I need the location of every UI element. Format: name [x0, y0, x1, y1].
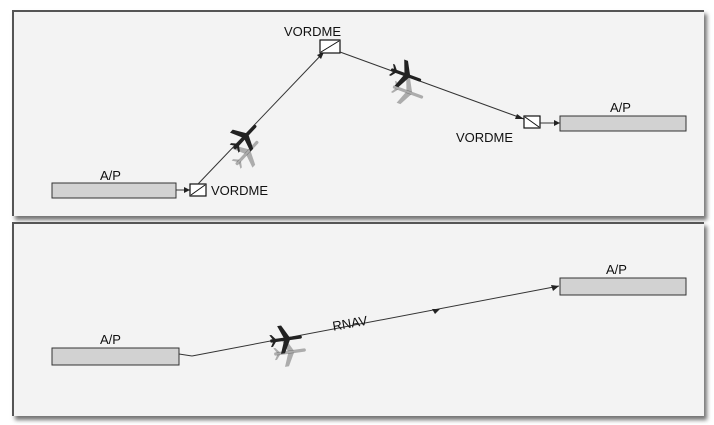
conventional-route-svg: A/P VORDME VORDME — [51, 24, 687, 199]
arrowhead-icon — [317, 52, 324, 59]
arrowhead-icon — [515, 114, 524, 119]
arrival-label: A/P — [610, 100, 631, 115]
rnav-route-panel: A/P RNAV A/P — [12, 222, 704, 416]
airplane-shadow — [388, 73, 428, 111]
route-segment — [178, 353, 193, 357]
rnav-route-svg: A/P RNAV A/P — [51, 262, 687, 369]
arrival-label: A/P — [606, 262, 627, 277]
arrowhead-icon — [184, 187, 190, 193]
arrowhead-icon — [554, 120, 560, 126]
airplane-icon — [386, 56, 426, 94]
rnav-route-line — [191, 285, 560, 357]
departure-label: A/P — [100, 332, 121, 347]
departure-runway — [51, 182, 177, 199]
waypoint-label-2: VORDME — [284, 24, 341, 39]
beacon-diagonal — [320, 40, 340, 53]
waypoint-label-3: VORDME — [456, 130, 513, 145]
arrowhead-icon — [432, 309, 440, 314]
arrival-runway — [559, 115, 687, 132]
beacon-diagonal — [524, 116, 540, 128]
arrowhead-icon — [551, 285, 559, 291]
waypoint-label-1: VORDME — [211, 183, 268, 198]
departure-runway — [51, 347, 180, 366]
arrival-runway — [559, 277, 687, 296]
route-segment — [339, 51, 525, 120]
departure-label: A/P — [100, 168, 121, 183]
route-segment — [197, 51, 325, 185]
conventional-route-panel: A/P VORDME VORDME — [12, 10, 704, 216]
route-label: RNAV — [331, 313, 369, 334]
beacon-diagonal — [190, 184, 206, 196]
